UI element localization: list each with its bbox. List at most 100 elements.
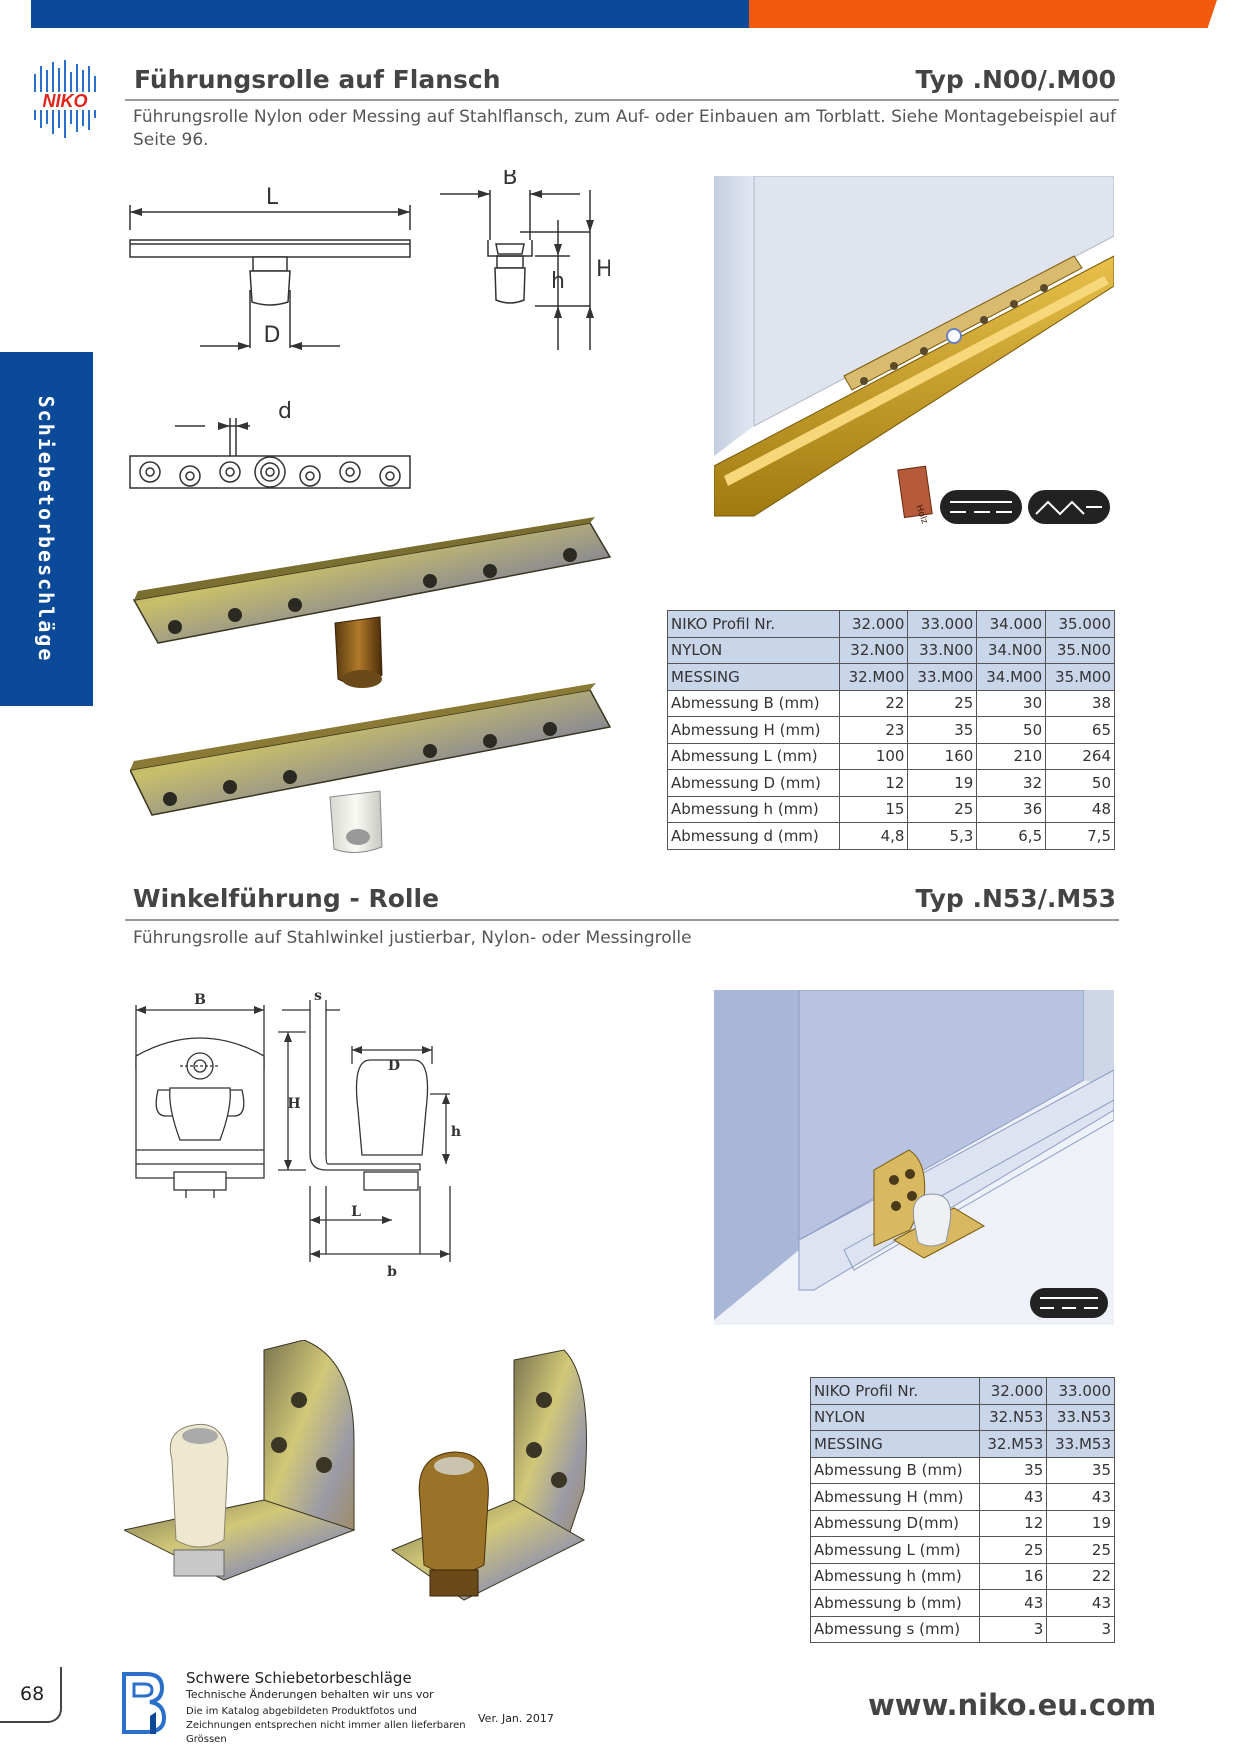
table-cell: 25	[907, 689, 978, 717]
page-number-box: 68	[0, 1667, 62, 1723]
table-cell: 36	[976, 795, 1047, 823]
row-label: Abmessung B (mm)	[667, 689, 840, 717]
table-cell: 3	[978, 1615, 1048, 1643]
section2-title: Winkelführung - Rolle	[133, 884, 440, 913]
section2-type: Typ .N53/.M53	[915, 884, 1117, 913]
row-label: Abmessung h (mm)	[810, 1562, 980, 1590]
table-cell: 35.M00	[1045, 663, 1115, 691]
table-cell: 38	[1045, 689, 1115, 717]
table-cell: 32.M00	[838, 663, 909, 691]
table-cell: 12	[978, 1509, 1048, 1537]
label-d: d	[278, 399, 292, 424]
table-cell: 34.000	[976, 610, 1047, 638]
row-label: Abmessung H (mm)	[667, 716, 840, 744]
flange-mounting-illustration: Holz	[714, 176, 1114, 541]
table-cell: 25	[1046, 1536, 1115, 1564]
table-cell: 65	[1045, 716, 1115, 744]
table-cell: 15	[838, 795, 909, 823]
row-label: Abmessung b (mm)	[810, 1589, 980, 1617]
top-bar-blue	[31, 0, 749, 28]
table-cell: 12	[838, 769, 909, 797]
table-cell: 19	[1046, 1509, 1115, 1537]
section1-type: Typ .N00/.M00	[915, 65, 1117, 94]
svg-text:NIKO: NIKO	[43, 91, 88, 111]
table-cell: 35	[978, 1456, 1048, 1484]
section1-title: Führungsrolle auf Flansch	[134, 65, 501, 94]
table-cell: 25	[978, 1536, 1048, 1564]
table-cell: 32.N00	[838, 636, 909, 664]
label-L: L	[266, 185, 279, 210]
table-cell: 50	[976, 716, 1047, 744]
row-label: NIKO Profil Nr.	[667, 610, 840, 638]
row-label: MESSING	[810, 1430, 980, 1458]
table-cell: 35	[1046, 1456, 1115, 1484]
section1-rule	[125, 99, 1119, 101]
table-cell: 43	[1046, 1483, 1115, 1511]
angle-guide-drawing: B s D H h L b	[135, 990, 461, 1280]
footer-subtitle: Technische Änderungen behalten wir uns v…	[186, 1688, 434, 1701]
flange-product-photos	[130, 517, 612, 853]
footer-url[interactable]: www.niko.eu.com	[868, 1688, 1157, 1722]
table-cell: 210	[976, 742, 1047, 770]
table-cell: 32.000	[978, 1377, 1048, 1405]
row-label: Abmessung D(mm)	[810, 1509, 980, 1537]
row-label: MESSING	[667, 663, 840, 691]
angle-product-photos	[124, 1340, 587, 1601]
niko-logo: NIKO	[34, 60, 96, 138]
table-cell: 19	[907, 769, 978, 797]
table-cell: 4,8	[838, 822, 909, 850]
row-label: Abmessung d (mm)	[667, 822, 840, 850]
table-cell: 3	[1046, 1615, 1115, 1643]
table-cell: 33.N53	[1046, 1403, 1115, 1431]
row-label: Abmessung s (mm)	[810, 1615, 980, 1643]
table-cell: 100	[838, 742, 909, 770]
flange-end-drawing: B h H	[440, 170, 610, 350]
row-label: NIKO Profil Nr.	[810, 1377, 980, 1405]
row-label: Abmessung B (mm)	[810, 1456, 980, 1484]
table-cell: 43	[978, 1483, 1048, 1511]
label-h: h	[551, 269, 565, 294]
section1-description: Führungsrolle Nylon oder Messing auf Sta…	[133, 107, 1116, 150]
label2-B: B	[194, 992, 206, 1008]
label2-h: h	[451, 1124, 461, 1140]
flange-side-drawing: L D	[129, 185, 411, 350]
row-label: Abmessung H (mm)	[810, 1483, 980, 1511]
row-label: Abmessung D (mm)	[667, 769, 840, 797]
label2-H: H	[287, 1096, 300, 1112]
table-cell: 43	[1046, 1589, 1115, 1617]
table-cell: 48	[1045, 795, 1115, 823]
label-H: H	[596, 257, 610, 282]
row-label: Abmessung L (mm)	[810, 1536, 980, 1564]
footer-b1-icon	[122, 1672, 167, 1734]
side-tab: Schiebetorbeschläge	[0, 352, 93, 706]
table-cell: 30	[976, 689, 1047, 717]
table-cell: 5,3	[907, 822, 978, 850]
table-cell: 34.M00	[976, 663, 1047, 691]
label2-s: s	[314, 990, 322, 1004]
table-cell: 35	[907, 716, 978, 744]
top-bar-orange	[749, 0, 1217, 28]
table-cell: 23	[838, 716, 909, 744]
side-tab-label: Schiebetorbeschläge	[34, 395, 58, 663]
footer-note: Die im Katalog abgebildeten Produktfotos…	[186, 1706, 466, 1745]
table-cell: 25	[907, 795, 978, 823]
table-cell: 7,5	[1045, 822, 1115, 850]
label2-D: D	[388, 1058, 400, 1074]
section2-description: Führungsrolle auf Stahlwinkel justierbar…	[133, 928, 692, 948]
